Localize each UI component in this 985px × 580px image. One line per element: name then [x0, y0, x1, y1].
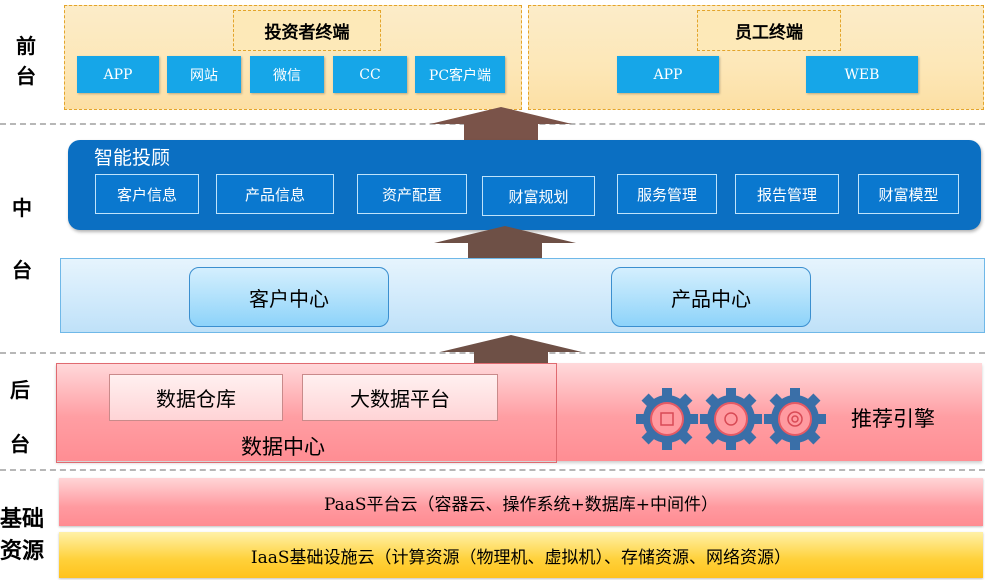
employee-web-button[interactable]: WEB — [806, 56, 918, 93]
gear-icon — [700, 388, 762, 450]
up-arrow-3 — [440, 335, 582, 369]
ai-item-product-info[interactable]: 产品信息 — [216, 174, 334, 214]
layer-label-front-2: 台 — [16, 64, 36, 88]
investor-terminal-title: 投资者终端 — [233, 10, 381, 51]
up-arrow-2 — [434, 226, 576, 260]
ai-item-wealth-model[interactable]: 财富模型 — [858, 174, 959, 214]
iaas-infrastructure-bar: IaaS基础设施云（计算资源（物理机、虚拟机）、存储资源、网络资源） — [59, 532, 983, 578]
data-center-label: 数据中心 — [241, 435, 325, 459]
paas-platform-bar: PaaS平台云（容器云、操作系统+数据库+中间件） — [59, 478, 983, 526]
customer-center-box[interactable]: 客户中心 — [189, 267, 389, 327]
smart-advisor-title: 智能投顾 — [94, 147, 171, 169]
separator-back — [0, 469, 985, 471]
ai-item-service-management[interactable]: 服务管理 — [617, 174, 717, 214]
investor-cc-button[interactable]: CC — [333, 56, 407, 93]
recommendation-engine-label: 推荐引擎 — [851, 407, 935, 431]
ai-item-asset-allocation[interactable]: 资产配置 — [357, 174, 467, 214]
investor-website-button[interactable]: 网站 — [167, 56, 241, 93]
employee-terminal-title: 员工终端 — [697, 10, 841, 51]
ai-item-wealth-planning[interactable]: 财富规划 — [482, 176, 595, 216]
layer-label-front-1: 前 — [16, 34, 36, 58]
investor-pc-client-button[interactable]: PC客户端 — [415, 56, 505, 93]
layer-label-infra-2: 资源 — [0, 538, 45, 564]
up-arrow-1 — [430, 107, 572, 141]
employee-app-button[interactable]: APP — [617, 56, 719, 93]
big-data-platform-box[interactable]: 大数据平台 — [302, 374, 498, 421]
layer-label-infra-1: 基础 — [0, 506, 45, 532]
investor-app-button[interactable]: APP — [77, 56, 159, 93]
investor-wechat-button[interactable]: 微信 — [250, 56, 324, 93]
layer-label-back-2: 台 — [10, 432, 30, 456]
layer-label-middle-1: 中 — [12, 196, 32, 220]
ai-item-customer-info[interactable]: 客户信息 — [95, 174, 199, 214]
data-warehouse-box[interactable]: 数据仓库 — [109, 374, 283, 421]
layer-label-middle-2: 台 — [12, 258, 32, 282]
product-center-box[interactable]: 产品中心 — [611, 267, 811, 327]
gear-icon — [764, 388, 826, 450]
ai-item-report-management[interactable]: 报告管理 — [735, 174, 839, 214]
data-center-panel — [56, 363, 557, 463]
gear-icon — [636, 388, 698, 450]
layer-label-back-1: 后 — [10, 378, 30, 402]
